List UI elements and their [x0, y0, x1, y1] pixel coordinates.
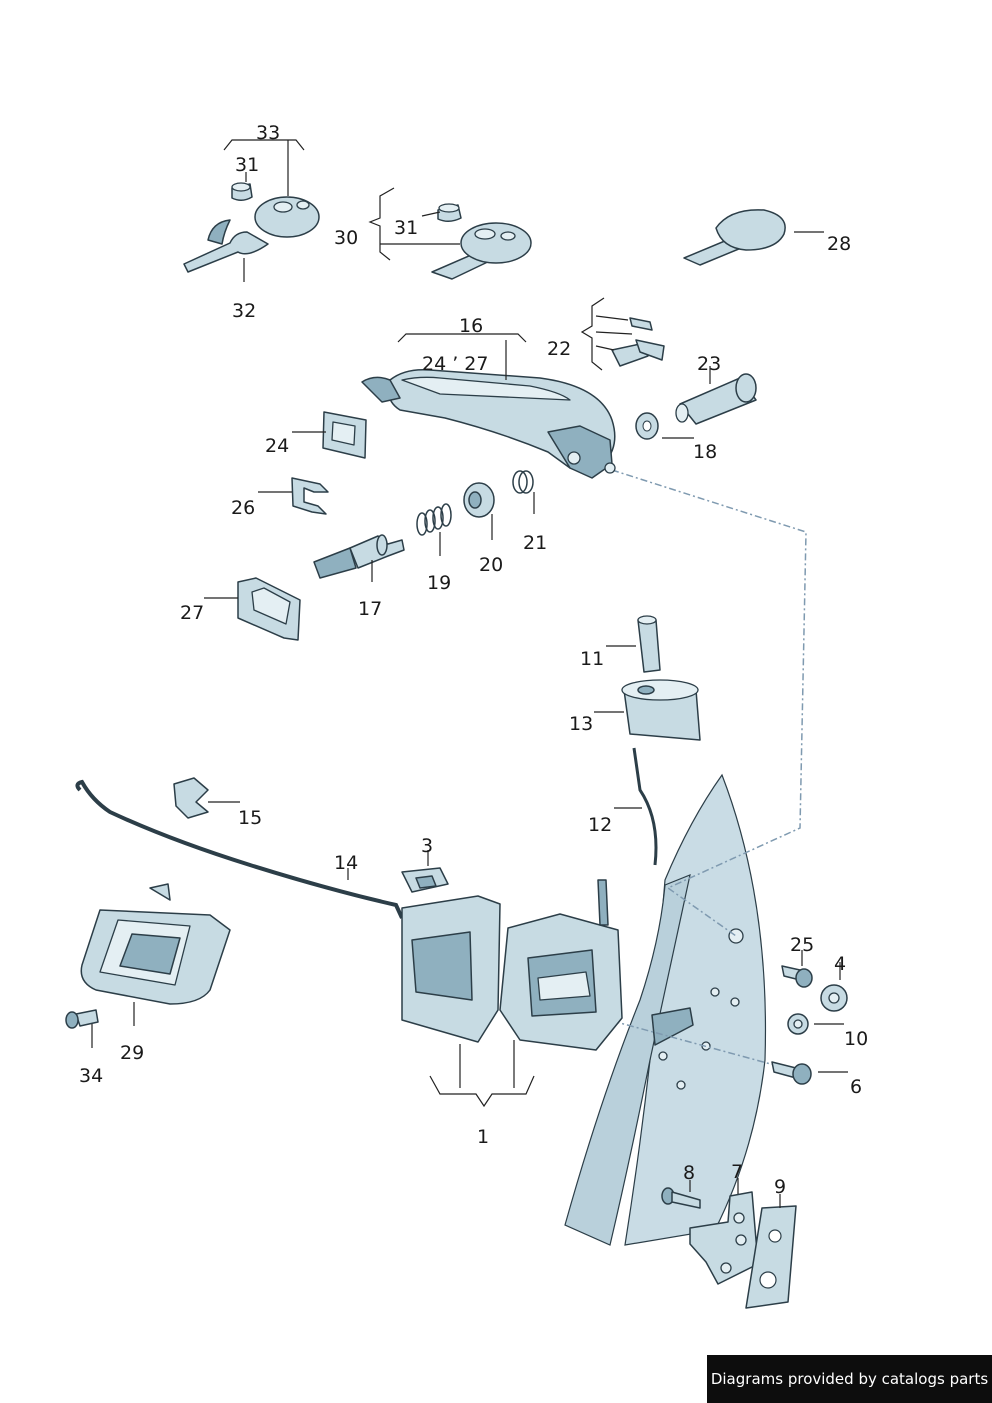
label-32: 32	[232, 300, 256, 322]
label-11: 11	[580, 648, 604, 670]
bracket-22	[580, 297, 605, 371]
label-33: 33	[256, 122, 280, 144]
key-with-blade-32	[183, 219, 269, 273]
key-28	[683, 209, 786, 266]
label-7: 7	[731, 1161, 743, 1183]
label-18: 18	[693, 441, 717, 463]
label-15: 15	[238, 807, 262, 829]
bracket-1	[429, 1075, 535, 1108]
cap-31b	[437, 203, 462, 222]
assembly-dashed-line	[611, 469, 807, 937]
sleeve-11	[637, 615, 661, 673]
leader-lines	[91, 140, 848, 1208]
label-28: 28	[827, 233, 851, 255]
label-25: 25	[790, 934, 814, 956]
label-24: 24	[265, 435, 289, 457]
assembly-dashed-line-2	[597, 1016, 801, 1073]
label-17: 17	[358, 598, 382, 620]
label-20: 20	[479, 554, 503, 576]
cable-14	[75, 779, 404, 919]
seal-24	[322, 411, 367, 459]
spring-21	[512, 470, 534, 494]
label-12: 12	[588, 814, 612, 836]
key-head-33	[254, 196, 320, 238]
connector-3	[401, 867, 449, 893]
label-6: 6	[850, 1076, 862, 1098]
label-14: 14	[334, 852, 358, 874]
door-panel	[564, 773, 767, 1246]
housing-13	[621, 679, 701, 741]
label-16: 16	[459, 315, 483, 337]
label-13: 13	[569, 713, 593, 735]
label-26: 26	[231, 497, 255, 519]
lock-mechanism-1	[401, 879, 623, 1051]
bracket-16	[397, 333, 527, 343]
screw-6	[771, 1061, 812, 1085]
label-24-27: 24 ’ 27	[422, 353, 488, 375]
label-29: 29	[120, 1042, 144, 1064]
label-8: 8	[683, 1162, 695, 1184]
clip-26	[291, 477, 329, 515]
label-22: 22	[547, 338, 571, 360]
nut-4	[820, 984, 848, 1012]
label-31b: 31	[394, 217, 418, 239]
bearing-20	[463, 482, 495, 518]
striker-7	[689, 1191, 759, 1285]
handle-housing-29	[80, 883, 231, 1005]
label-21: 21	[523, 532, 547, 554]
small-parts-22	[611, 317, 665, 367]
label-10: 10	[844, 1028, 868, 1050]
gasket-27	[237, 577, 301, 641]
bracket-33	[223, 139, 305, 151]
label-3: 3	[421, 835, 433, 857]
label-27: 27	[180, 602, 204, 624]
washer-18	[635, 412, 659, 440]
label-4: 4	[834, 953, 846, 975]
screw-34	[65, 1009, 99, 1029]
label-34: 34	[79, 1065, 103, 1087]
label-9: 9	[774, 1176, 786, 1198]
screw-8	[661, 1187, 701, 1209]
lock-cylinder-23	[675, 373, 757, 425]
cap-31	[231, 182, 253, 201]
label-31a: 31	[235, 154, 259, 176]
label-30: 30	[334, 227, 358, 249]
label-1: 1	[477, 1126, 489, 1148]
spring-19	[416, 503, 452, 536]
plate-9	[745, 1205, 797, 1309]
bracket-30	[368, 187, 395, 261]
label-19: 19	[427, 572, 451, 594]
key-30	[431, 222, 532, 280]
shaft-17	[313, 534, 405, 579]
label-23: 23	[697, 353, 721, 375]
watermark-banner: Diagrams provided by catalogs parts	[707, 1355, 992, 1403]
rod-12	[632, 747, 658, 866]
door-handle-16	[361, 368, 616, 479]
nut-10	[787, 1013, 809, 1035]
screw-25	[781, 965, 813, 988]
clip-15	[173, 777, 209, 819]
